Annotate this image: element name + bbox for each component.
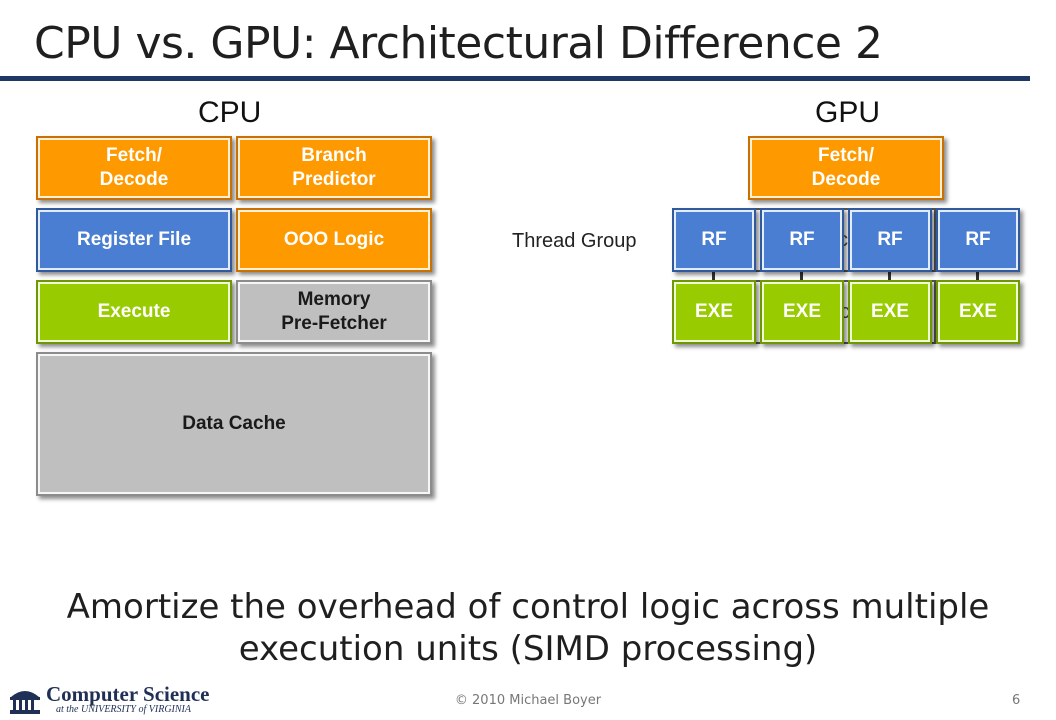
summary-text: Amortize the overhead of control logic a… xyxy=(66,587,990,669)
logo-subtitle: at the UNIVERSITY of VIRGINIA xyxy=(56,704,191,715)
thread-group-label: Thread Group xyxy=(512,230,637,252)
cpu-data-cache-block: Data Cache xyxy=(36,352,432,496)
gpu-rf-block-2: RF xyxy=(760,208,844,272)
cpu-label: CPU xyxy=(198,96,262,129)
rotunda-icon xyxy=(10,690,40,714)
cpu-ooo-logic-block: OOO Logic xyxy=(236,208,432,272)
title-divider xyxy=(0,76,1030,81)
gpu-exe-block-4: EXE xyxy=(936,280,1020,344)
logo-title: Computer Science xyxy=(46,682,210,706)
cs-uva-logo: Computer Science at the UNIVERSITY of VI… xyxy=(8,684,210,715)
cpu-memory-prefetcher-block: Memory Pre-Fetcher xyxy=(236,280,432,344)
gpu-background-exe-text: c xyxy=(840,300,850,323)
rf-exe-connector xyxy=(712,271,715,281)
rf-exe-connector xyxy=(888,271,891,281)
gpu-rf-block-3: RF xyxy=(848,208,932,272)
gpu-rf-block-1: RF xyxy=(672,208,756,272)
cpu-register-file-block: Register File xyxy=(36,208,232,272)
copyright-footer: © 2010 Michael Boyer xyxy=(454,693,602,708)
gpu-label: GPU xyxy=(815,96,881,129)
cpu-execute-block: Execute xyxy=(36,280,232,344)
gpu-exe-block-1: EXE xyxy=(672,280,756,344)
slide-title: CPU vs. GPU: Architectural Difference 2 xyxy=(34,18,883,69)
rf-exe-connector xyxy=(800,271,803,281)
cpu-fetch-decode-block: Fetch/ Decode xyxy=(36,136,232,200)
cpu-branch-predictor-block: Branch Predictor xyxy=(236,136,432,200)
gpu-fetch-decode-block: Fetch/ Decode xyxy=(748,136,944,200)
gpu-exe-block-2: EXE xyxy=(760,280,844,344)
rf-exe-connector xyxy=(976,271,979,281)
gpu-exe-block-3: EXE xyxy=(848,280,932,344)
page-number: 6 xyxy=(1012,693,1021,708)
gpu-rf-block-4: RF xyxy=(936,208,1020,272)
